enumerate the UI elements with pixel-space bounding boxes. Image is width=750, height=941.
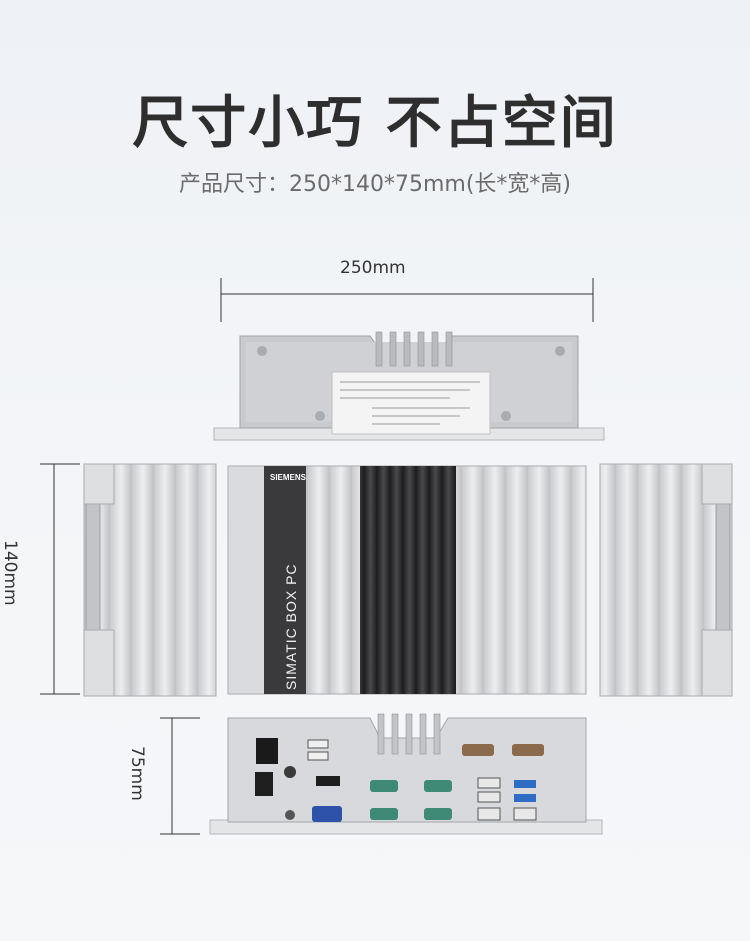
rating-label bbox=[331, 371, 491, 435]
power-terminal-icon bbox=[255, 772, 273, 796]
com-port-icons bbox=[370, 780, 452, 820]
top-view-housing bbox=[213, 331, 605, 441]
length-dimension-line bbox=[220, 278, 594, 322]
front-brand-panel bbox=[264, 466, 306, 694]
length-dimension-label: 250mm bbox=[340, 258, 406, 278]
left-side-view bbox=[83, 463, 217, 697]
right-side-view bbox=[599, 463, 733, 697]
usb-port-icon bbox=[307, 739, 329, 749]
siemens-logo: SIEMENS bbox=[270, 473, 307, 482]
product-dimensions-subtitle: 产品尺寸：250*140*75mm(长*宽*高) bbox=[178, 172, 571, 197]
page-title: 尺寸小巧 不占空间 bbox=[132, 91, 618, 156]
model-name-label: SIMATIC BOX PC bbox=[283, 563, 299, 690]
usb3-port-icons bbox=[514, 780, 536, 802]
rear-io-view bbox=[209, 713, 603, 835]
power-switch-icon bbox=[256, 738, 278, 764]
displayport-icon bbox=[316, 776, 340, 786]
height-dimension-line bbox=[160, 717, 200, 835]
width-dimension-line bbox=[40, 463, 80, 695]
usb-port-icon bbox=[307, 751, 329, 761]
top-com-port-icons bbox=[462, 744, 544, 756]
front-view-housing: SIEMENS bbox=[227, 465, 587, 695]
vga-port-icon bbox=[312, 806, 342, 822]
ethernet-port-icons bbox=[477, 777, 537, 821]
